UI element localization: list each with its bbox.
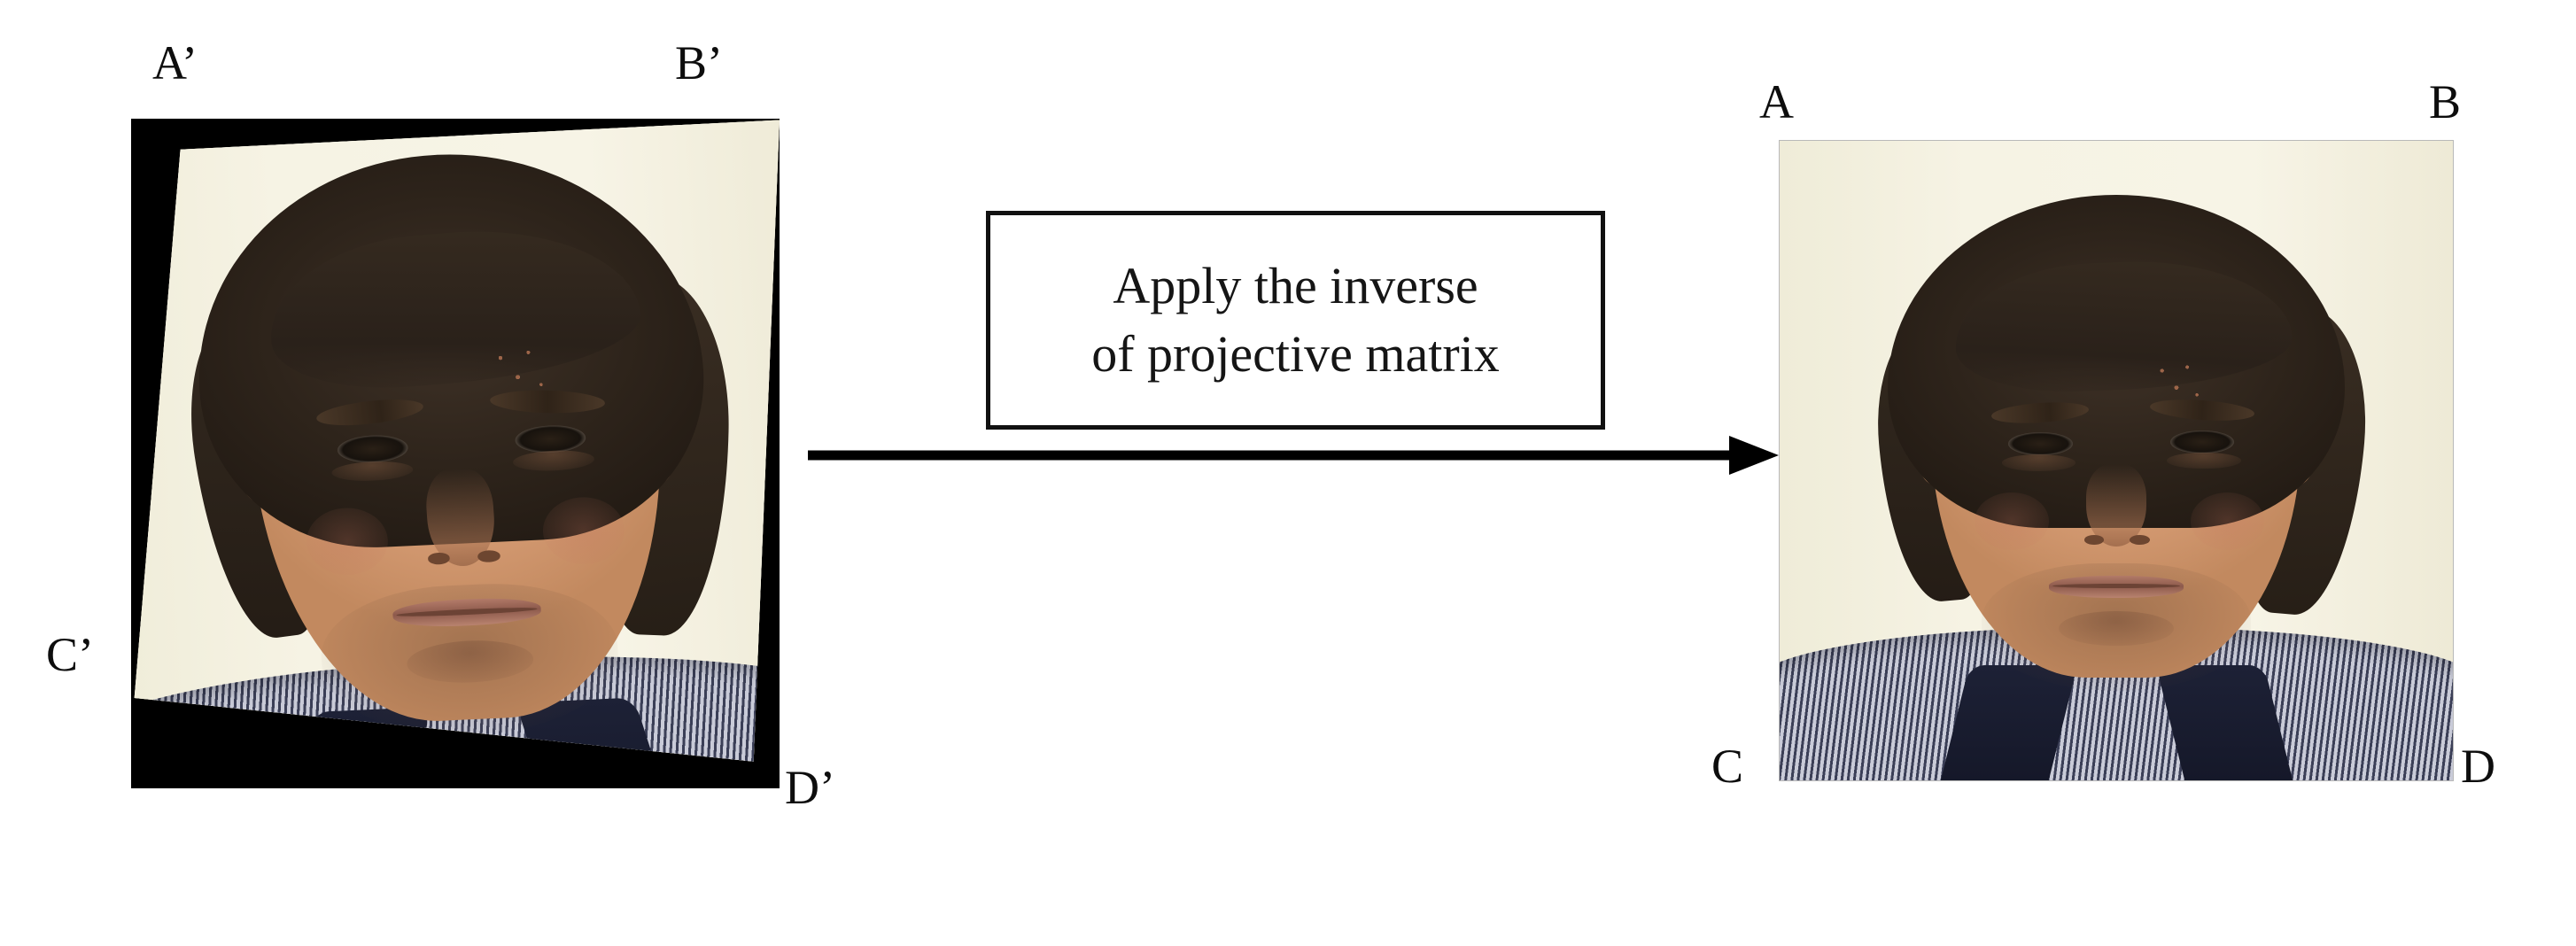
transform-annotation-box: Apply the inverse of projective matrix [986, 211, 1605, 430]
corner-label-b: B [2429, 75, 2462, 128]
transform-box-line-2: of projective matrix [1091, 324, 1500, 383]
corner-label-b-prime: B’ [675, 36, 723, 89]
under-eye-left [2001, 454, 2076, 471]
corner-label-d-prime: D’ [785, 761, 835, 814]
rectified-image-panel [1779, 140, 2454, 781]
transform-box-line-1: Apply the inverse [1113, 256, 1478, 314]
eye-left [2008, 432, 2073, 456]
portrait-photo-distorted [134, 120, 780, 762]
freckles [485, 340, 557, 404]
transform-arrow [808, 436, 1779, 475]
arrow-head [1729, 436, 1779, 475]
cheek-right [2190, 492, 2265, 551]
nostril-right [2130, 534, 2150, 545]
corner-label-c-prime: C’ [46, 628, 94, 681]
freckles [2150, 358, 2211, 410]
under-eye-right [2167, 452, 2241, 469]
cheek-left [1975, 492, 2049, 551]
corner-label-c: C [1711, 740, 1744, 793]
corner-label-d: D [2461, 740, 2495, 793]
distorted-photo-clip [134, 120, 780, 762]
eye-right [2169, 430, 2234, 454]
corner-label-a-prime: A’ [152, 36, 198, 89]
nostril-left [2083, 534, 2105, 545]
distorted-image-panel [131, 119, 780, 788]
mouth-line [2052, 584, 2181, 589]
portrait-photo-rectified [1780, 141, 2453, 780]
nose [2085, 463, 2147, 547]
corner-label-a: A [1759, 75, 1794, 128]
chin-shadow [2059, 610, 2174, 647]
